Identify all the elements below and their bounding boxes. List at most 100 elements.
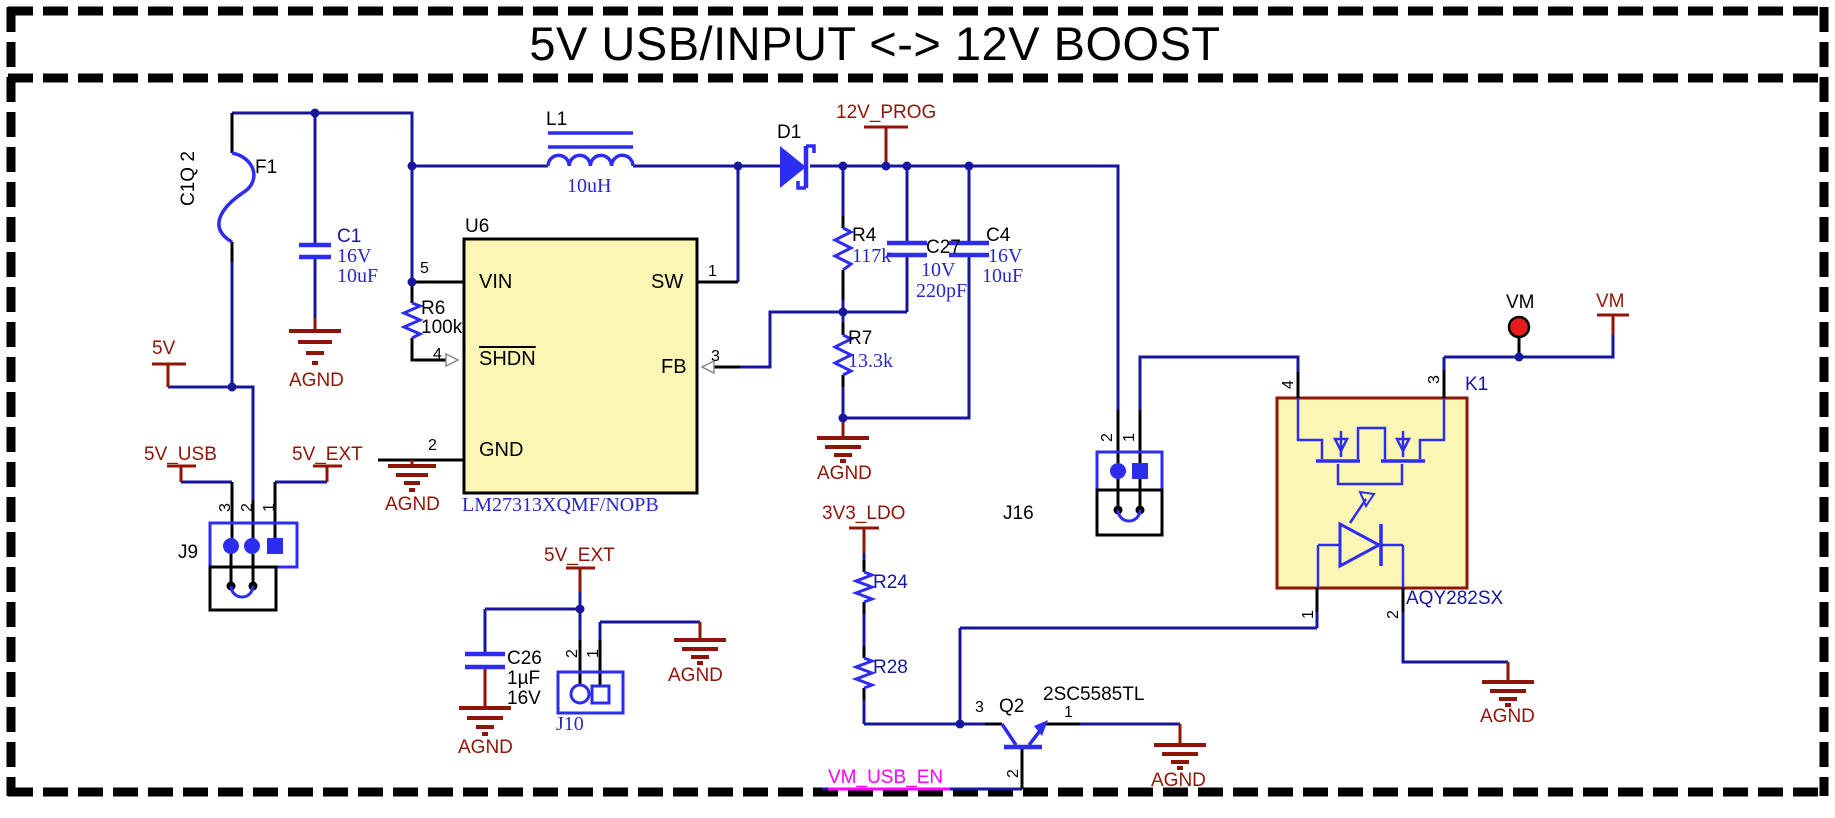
gnd-u6 <box>388 460 436 492</box>
q2-part: 2SC5585TL <box>1043 684 1145 705</box>
j16-pin1-num: 1 <box>1121 433 1138 442</box>
c26-cap: 1µF <box>507 668 541 689</box>
inductor-l1-symbol[interactable] <box>546 131 635 167</box>
power-flag-5v-ext-j9 <box>313 464 342 482</box>
ground-symbols[interactable] <box>289 318 1534 770</box>
j9-pin2-num: 2 <box>239 503 256 512</box>
jumper-j9[interactable] <box>208 565 278 612</box>
c4-ref: C4 <box>986 225 1011 246</box>
j10-pin1-num: 1 <box>585 649 602 658</box>
net-5v-usb: 5V_USB <box>144 444 217 465</box>
q2-ref: Q2 <box>999 696 1025 717</box>
resistor-r6-symbol <box>400 301 424 340</box>
d1-ref: D1 <box>777 122 802 143</box>
net-vm: VM <box>1596 291 1625 312</box>
k1-part: AQY282SX <box>1406 588 1504 609</box>
jumper-j16[interactable] <box>1095 488 1164 537</box>
diode-d1-symbol[interactable] <box>780 144 816 190</box>
k1-pin2-num: 2 <box>1385 610 1402 619</box>
agnd-r7: AGND <box>817 463 872 484</box>
connector-j10-symbol[interactable] <box>556 670 625 715</box>
j16-ref: J16 <box>1003 503 1034 524</box>
resistor-r28-symbol <box>851 656 877 690</box>
j16-pin2-num: 2 <box>1099 433 1116 442</box>
cap-c26-symbol[interactable] <box>465 651 505 670</box>
power-flag-5v <box>152 362 186 387</box>
relay-k1-internals <box>1296 398 1446 588</box>
q2-pin3-num: 3 <box>975 699 984 716</box>
u6-pin-vin: VIN <box>479 271 513 293</box>
c27-cap: 220pF <box>916 280 968 302</box>
r4-ref: R4 <box>852 225 877 246</box>
c26-ref: C26 <box>507 648 542 669</box>
transistor-q2-symbol[interactable] <box>1000 720 1048 750</box>
pin-stubs <box>229 113 1521 789</box>
f1-value: C1Q 2 <box>178 151 199 206</box>
u6-pin2-num: 2 <box>428 437 437 454</box>
u6-pin1-num: 1 <box>708 263 717 280</box>
u6-pin-shdn: SHDN <box>479 348 536 370</box>
power-flag-5v-ext-j10 <box>566 566 595 592</box>
cap-c27-symbol[interactable] <box>887 240 927 258</box>
net-5v: 5V <box>152 338 176 359</box>
net-12v-prog: 12V_PROG <box>836 102 937 123</box>
junction-dots <box>227 108 1524 729</box>
c1-cap: 10uF <box>337 265 379 287</box>
r6-value: 100k <box>421 317 463 338</box>
agnd-c26: AGND <box>458 737 513 758</box>
r4-value: 117k <box>852 245 892 267</box>
power-flag-3v3-ldo <box>849 526 879 553</box>
net-3v3-ldo: 3V3_LDO <box>822 503 906 524</box>
c4-cap: 10uF <box>982 265 1024 287</box>
u6-part: LM27313XQMF/NOPB <box>462 494 659 516</box>
u6-pin-fb: FB <box>661 356 687 378</box>
cap-c1-symbol[interactable] <box>299 242 331 260</box>
ic-u6-body[interactable] <box>462 237 699 495</box>
u6-ref: U6 <box>465 216 490 237</box>
j9-pin1-num: 1 <box>261 503 278 512</box>
power-flag-12v-prog <box>864 125 908 166</box>
resistor-symbols[interactable] <box>400 226 877 690</box>
c1-ref: C1 <box>337 226 362 247</box>
k1-pin1-num: 1 <box>1300 610 1317 619</box>
j10-ref: J10 <box>556 713 584 735</box>
agnd-c1: AGND <box>289 370 344 391</box>
power-flag-5v-usb <box>167 464 196 482</box>
pin-arrows-u6 <box>445 352 715 375</box>
c1-volt: 16V <box>337 245 372 267</box>
r28-ref: R28 <box>873 657 908 678</box>
resistor-r24-symbol <box>851 570 877 604</box>
page-title: 5V USB/INPUT <-> 12V BOOST <box>529 17 1221 70</box>
j10-pin2-num: 2 <box>564 649 581 658</box>
net-5v-ext-j10: 5V_EXT <box>544 545 615 566</box>
u6-pin-gnd: GND <box>479 439 524 461</box>
power-flag-vm <box>1597 313 1629 335</box>
fuse-f1-symbol[interactable] <box>217 151 256 244</box>
gnd-r7 <box>817 418 869 463</box>
power-flags[interactable] <box>152 125 1629 592</box>
sheet-border <box>6 6 1829 797</box>
gnd-k1 <box>1482 662 1534 707</box>
c4-volt: 16V <box>988 245 1023 267</box>
k1-ref: K1 <box>1465 374 1489 395</box>
net-vm-usb-en: VM_USB_EN <box>828 767 944 788</box>
resistor-r7-symbol <box>831 333 855 377</box>
connector-j16-symbol[interactable] <box>1095 450 1164 492</box>
testpoint-vm[interactable] <box>1507 315 1531 339</box>
r7-ref: R7 <box>848 328 873 349</box>
f1-ref: F1 <box>255 157 278 178</box>
u6-pin5-num: 5 <box>420 260 429 277</box>
c26-volt: 16V <box>507 688 541 709</box>
l1-ref: L1 <box>546 109 568 130</box>
q2-pin1-num: 1 <box>1064 704 1073 721</box>
u6-pin4-num: 4 <box>433 346 442 363</box>
u6-pin-sw: SW <box>651 271 684 293</box>
tp-vm-label: VM <box>1506 292 1535 313</box>
l1-value: 10uH <box>567 175 612 197</box>
k1-pin4-num: 4 <box>1280 380 1297 389</box>
k1-pin3-num: 3 <box>1426 375 1443 384</box>
gnd-c1 <box>289 318 341 365</box>
r6-ref: R6 <box>421 298 446 319</box>
cap-c4-symbol[interactable] <box>949 240 989 258</box>
